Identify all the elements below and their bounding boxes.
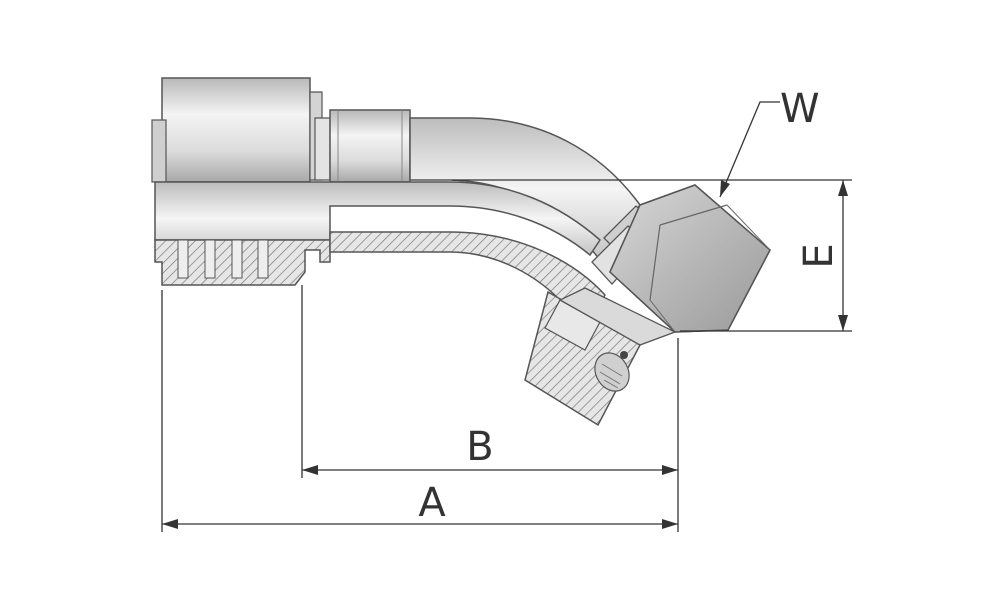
cross-section [154,231,606,322]
dimension-b [302,465,678,475]
label-e: E [796,243,842,268]
label-b: B [466,424,493,470]
label-a: A [418,480,446,526]
label-w: W [780,86,820,132]
nipple-collar [329,109,411,183]
hex-nut [558,184,771,346]
ferrule [151,77,331,183]
swivel-nut-section [524,290,641,427]
dimension-a [162,519,678,529]
bore-section [154,181,601,257]
w-leader [719,101,780,198]
dimension-lines [161,179,852,532]
dimension-e [838,180,848,331]
